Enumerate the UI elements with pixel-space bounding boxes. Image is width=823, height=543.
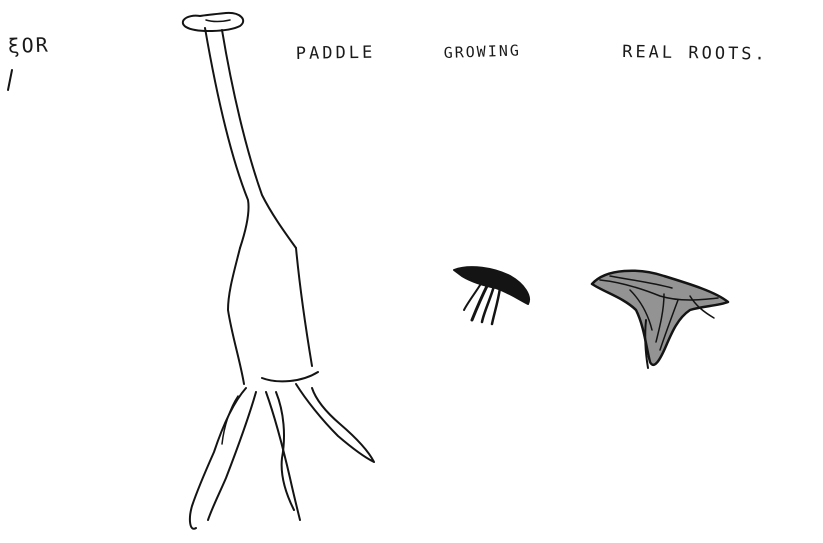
small-root-sprout [454,267,529,324]
paddle-root-1 [190,388,246,529]
paddle-root-4 [276,392,294,510]
paddle-shaft-right [222,30,296,248]
paddle-root-5 [296,384,374,462]
paddle-blade-right [296,248,312,366]
paddle-grip-detail [206,20,230,22]
paddle-blade-left [228,248,244,384]
paddle-root-2 [208,392,256,520]
label-tick-mark [8,70,12,90]
large-root-sprout [592,271,728,368]
paddle-blade-bottom [262,372,318,381]
